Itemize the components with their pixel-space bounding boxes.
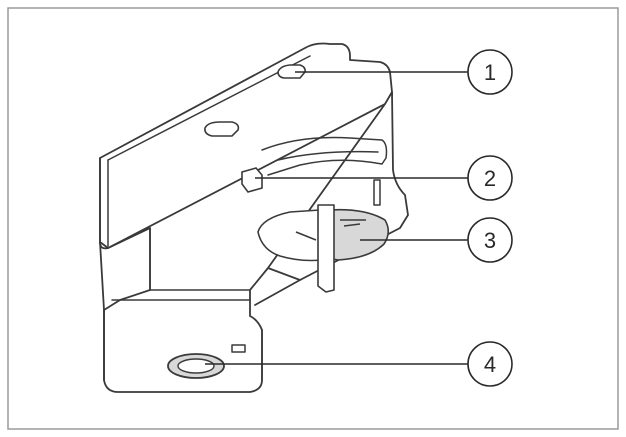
- latch-lever: [241, 167, 263, 193]
- side-tab: [231, 344, 246, 353]
- leader-lines: [205, 71, 468, 365]
- callout-1: 1: [467, 49, 513, 95]
- callout-2: 2: [467, 155, 513, 201]
- callout-label-3: 3: [484, 228, 496, 253]
- rotary-knob: [257, 204, 390, 293]
- diagram-border: [7, 7, 619, 430]
- callout-label-2: 2: [484, 166, 496, 191]
- top-secondary-slot: [204, 121, 240, 137]
- callout-3: 3: [467, 217, 513, 263]
- callout-label-4: 4: [484, 352, 496, 377]
- top-face-edge: [107, 55, 311, 161]
- callout-circle-2: [467, 155, 513, 201]
- knob-right-half: [324, 208, 390, 261]
- adapter-details: [107, 55, 388, 381]
- adapter-left-edge: [99, 157, 105, 381]
- knob-left-half: [257, 209, 326, 262]
- right-contact-strip: [373, 179, 381, 206]
- slot-inner-line: [277, 150, 379, 161]
- top-latch-slot: [277, 64, 306, 79]
- callout-4: 4: [467, 341, 513, 387]
- mounting-hole-inner: [177, 358, 215, 374]
- callout-label-1: 1: [484, 60, 496, 85]
- knob-center-pin: [317, 204, 335, 293]
- slot-opening: [261, 136, 388, 176]
- callout-circle-1: [467, 49, 513, 95]
- knob-marker-right-2: [343, 223, 361, 227]
- callout-circle-4: [467, 341, 513, 387]
- callout-circle-3: [467, 217, 513, 263]
- knob-marker-left: [295, 231, 317, 241]
